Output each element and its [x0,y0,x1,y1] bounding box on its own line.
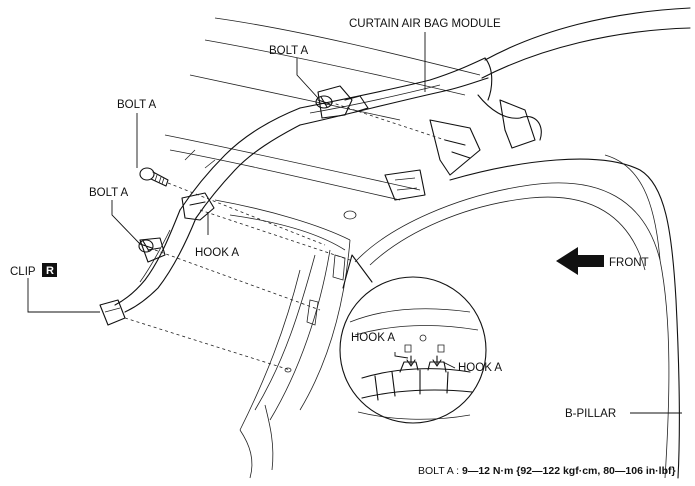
label-b-pillar: B-PILLAR [565,408,616,420]
label-front: FRONT [609,257,649,269]
module-brackets [139,85,369,263]
clip-replace-badge: R [42,263,57,277]
alignment-dashed-lines [124,101,446,371]
label-curtain-air-bag-module: CURTAIN AIR BAG MODULE [349,18,501,30]
torque-spec: BOLT A : 9—12 N·m {92—122 kgf·cm, 80—106… [418,465,676,477]
bolt-a-left-lower-icon [138,239,154,253]
label-hook-a-detail-right: HOOK A [458,362,502,374]
torque-spec-label: BOLT A [418,465,454,477]
hook-detail-magnifier [339,254,487,424]
bolt-a-top-icon [315,95,333,109]
vehicle-body-structure [164,7,691,479]
label-bolt-a-left-upper: BOLT A [117,99,157,111]
label-bolt-a-top: BOLT A [269,45,309,57]
torque-spec-value: 9—12 N·m {92—122 kgf·cm, 80—106 in·lbf} [462,465,676,477]
torque-spec-separator: : [453,465,462,477]
bolt-a-left-upper-icon [139,167,169,187]
clip-icon [99,299,126,326]
leader-lines [27,32,682,414]
clip-badge-text: R [46,265,54,277]
front-direction-arrow-icon [556,247,604,275]
label-bolt-a-left-lower: BOLT A [89,187,129,199]
label-clip: CLIP [10,266,36,278]
curtain-air-bag-module [114,57,493,313]
label-hook-a-detail-left: HOOK A [351,332,395,344]
label-hook-a: HOOK A [195,247,239,259]
